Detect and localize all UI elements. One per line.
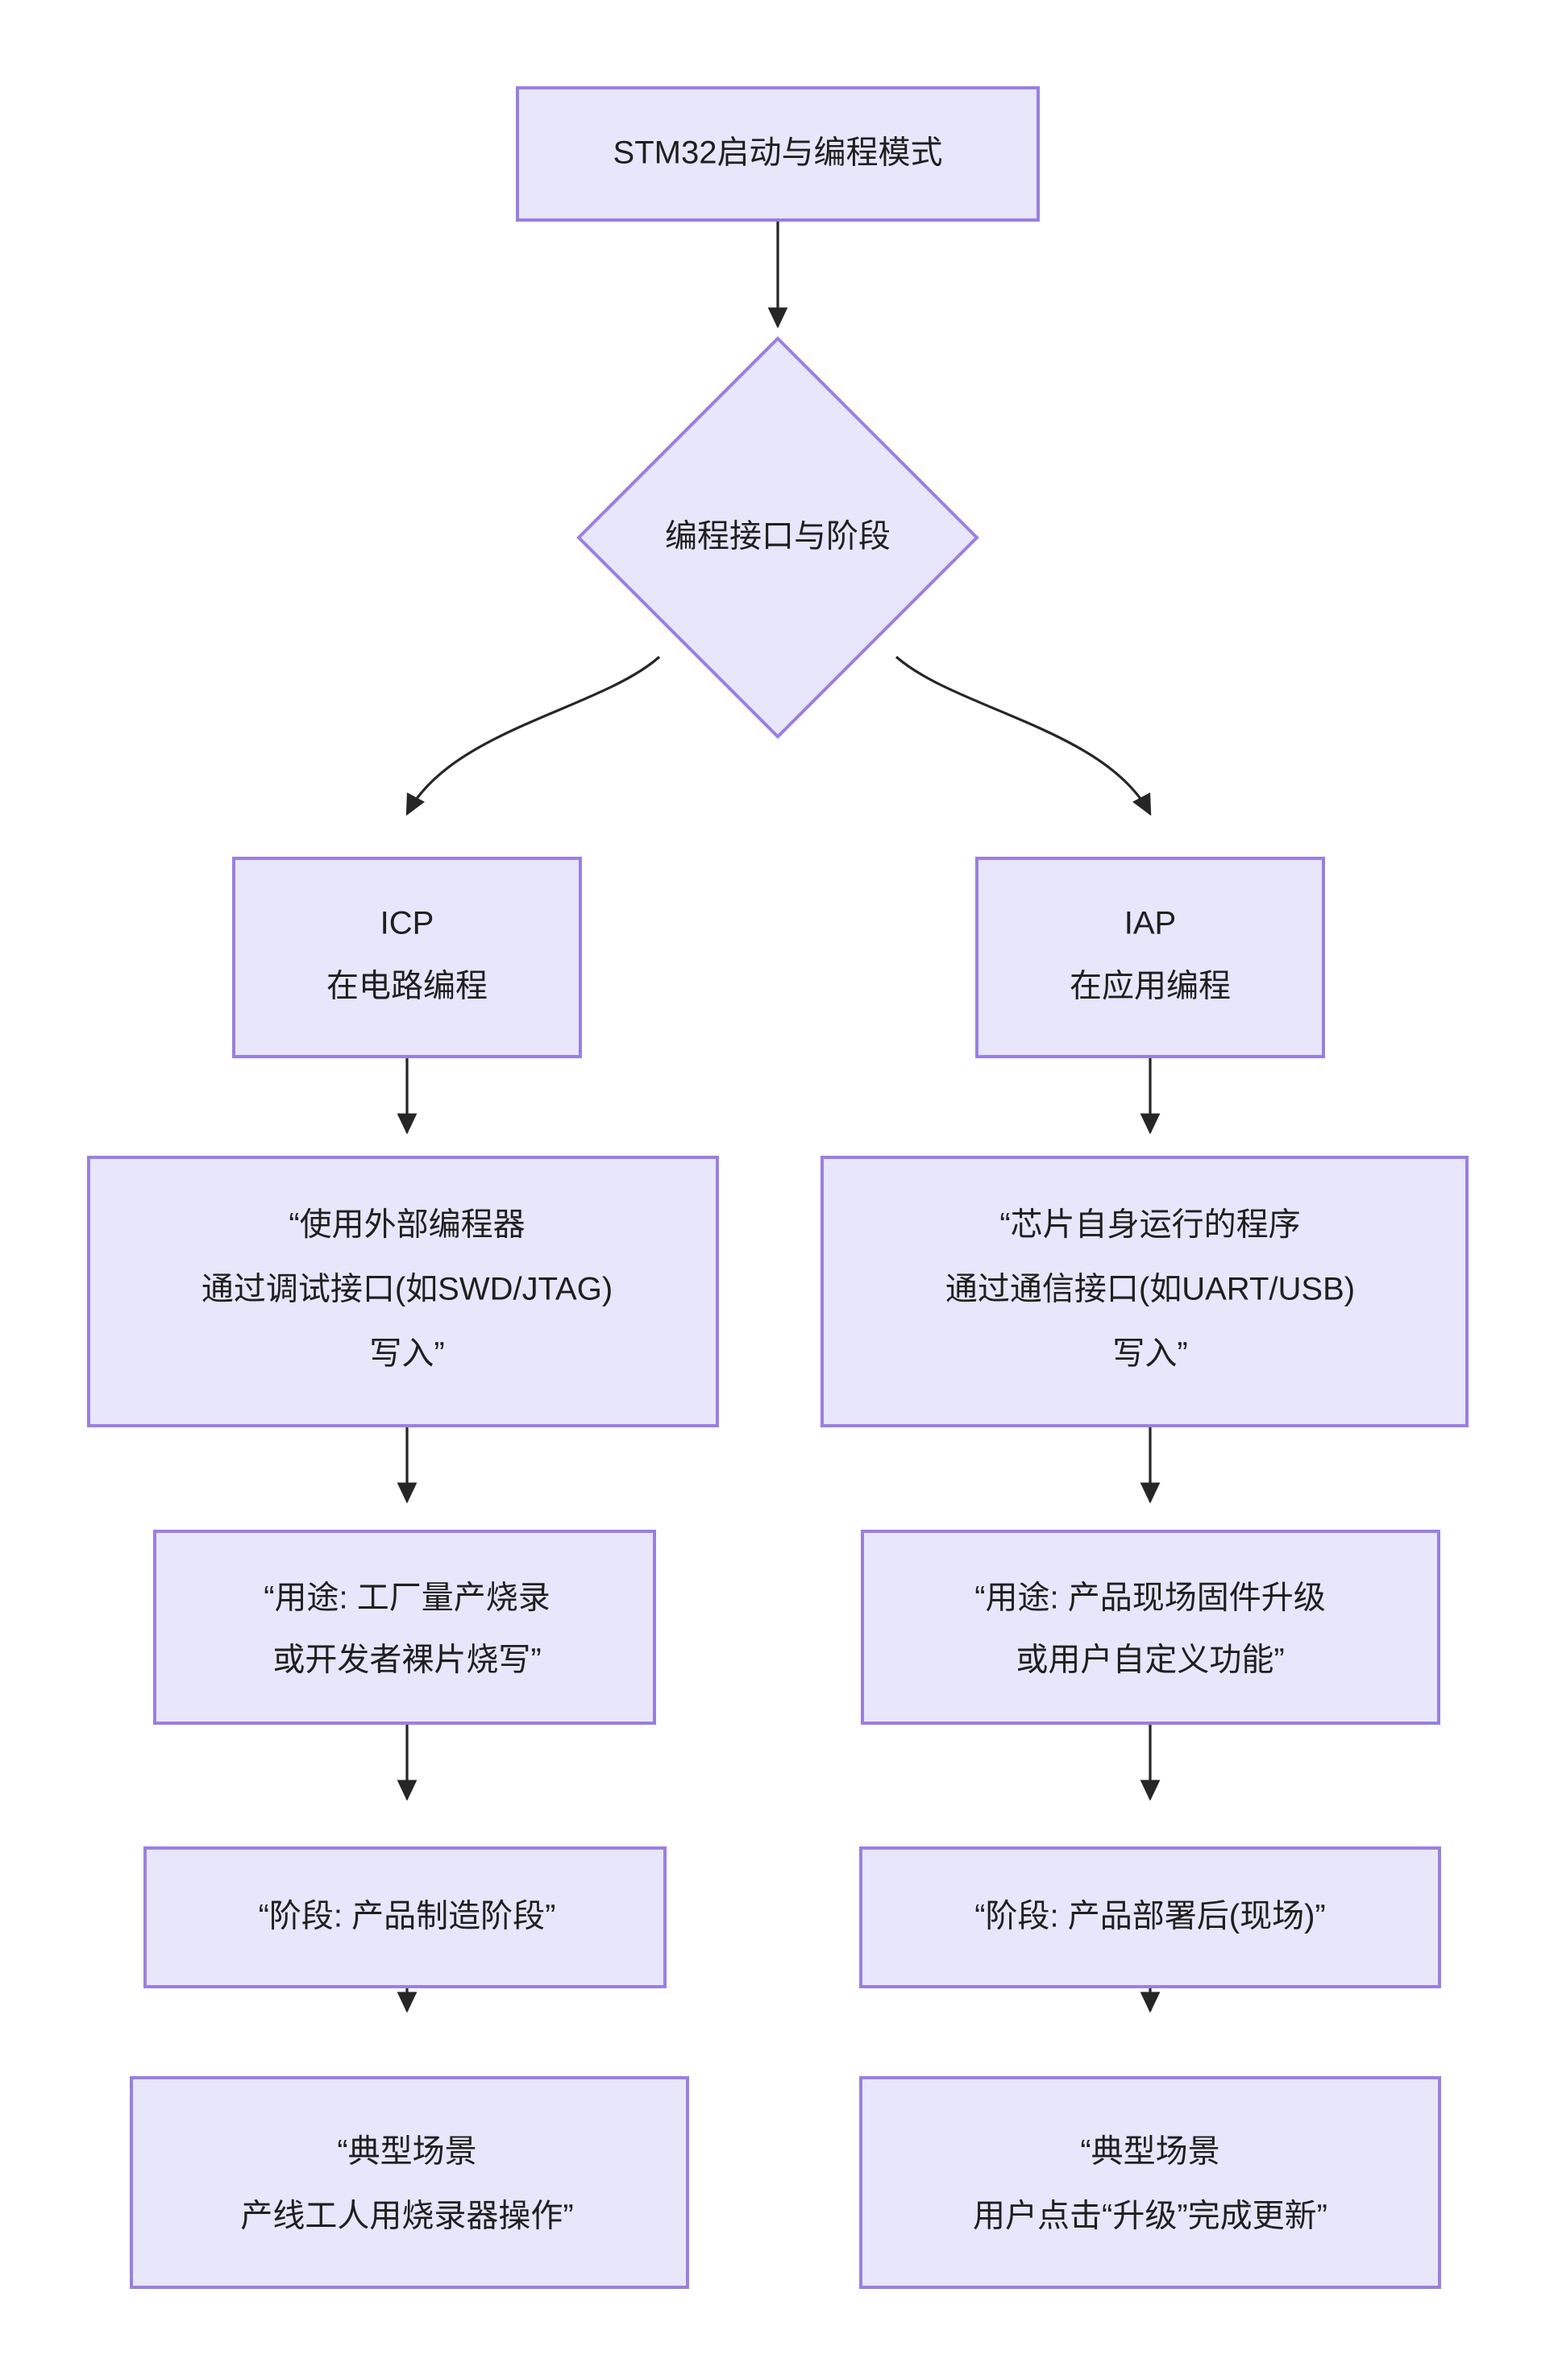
node-icp-method-line1: “使用外部编程器	[289, 1207, 525, 1243]
node-iap-scenario-line1: “典型场景	[1080, 2134, 1219, 2170]
node-icp-scenario-box[interactable]	[130, 2076, 689, 2289]
node-decision-shape[interactable]	[576, 336, 979, 739]
node-icp-box[interactable]	[232, 857, 582, 1058]
node-title-box[interactable]	[516, 86, 1040, 222]
node-icp-label-line2: 在电路编程	[326, 969, 488, 1004]
node-iap-method-line3: 写入”	[1112, 1336, 1187, 1372]
node-icp-method-line3: 写入”	[369, 1336, 444, 1372]
node-icp[interactable]: ICP 在电路编程	[232, 857, 582, 1058]
node-iap-scenario[interactable]: “典型场景 用户点击“升级”完成更新”	[859, 2076, 1441, 2289]
node-icp-scenario-line2: 产线工人用烧录器操作”	[240, 2199, 573, 2234]
node-decision-label: 编程接口与阶段	[665, 519, 891, 555]
node-icp-stage-line1: “阶段: 产品制造阶段”	[259, 1899, 556, 1934]
node-title[interactable]: STM32启动与编程模式	[516, 86, 1040, 222]
node-iap-method-line1: “芯片自身运行的程序	[999, 1207, 1300, 1243]
node-icp-scenario-line1: “典型场景	[337, 2134, 476, 2170]
node-icp-usage[interactable]: “用途: 工厂量产烧录 或开发者裸片烧写”	[153, 1530, 656, 1725]
node-icp-method-line2: 通过调试接口(如SWD/JTAG)	[202, 1272, 613, 1307]
node-icp-usage-line2: 或开发者裸片烧写”	[272, 1643, 541, 1678]
node-iap-label-line1: IAP	[1124, 906, 1176, 941]
node-iap-stage[interactable]: “阶段: 产品部署后(现场)”	[859, 1846, 1441, 1988]
node-decision[interactable]: 编程接口与阶段	[576, 336, 979, 739]
node-iap-scenario-line2: 用户点击“升级”完成更新”	[973, 2199, 1327, 2234]
node-icp-stage-box[interactable]	[143, 1846, 667, 1988]
node-icp-stage[interactable]: “阶段: 产品制造阶段”	[143, 1846, 667, 1988]
node-iap-box[interactable]	[975, 857, 1325, 1058]
node-iap-scenario-box[interactable]	[859, 2076, 1441, 2289]
node-iap-method-box[interactable]	[821, 1156, 1469, 1427]
node-icp-method[interactable]: “使用外部编程器 通过调试接口(如SWD/JTAG) 写入”	[87, 1156, 719, 1427]
node-iap-stage-line1: “阶段: 产品部署后(现场)”	[974, 1899, 1326, 1934]
node-iap[interactable]: IAP 在应用编程	[975, 857, 1325, 1058]
node-icp-usage-line1: “用途: 工厂量产烧录	[264, 1580, 550, 1616]
node-icp-label-line1: ICP	[380, 906, 434, 941]
node-iap-stage-box[interactable]	[859, 1846, 1441, 1988]
edge-decision-to-iap	[895, 655, 1152, 816]
node-title-label: STM32启动与编程模式	[613, 135, 943, 171]
node-icp-method-box[interactable]	[87, 1156, 719, 1427]
edge-decision-to-icp	[405, 655, 661, 816]
node-iap-method-line2: 通过通信接口(如UART/USB)	[945, 1272, 1355, 1307]
node-iap-usage-line2: 或用户自定义功能”	[1016, 1643, 1284, 1678]
node-icp-usage-box[interactable]	[153, 1530, 656, 1725]
node-iap-usage[interactable]: “用途: 产品现场固件升级 或用户自定义功能”	[861, 1530, 1440, 1725]
node-iap-usage-box[interactable]	[861, 1530, 1440, 1725]
node-iap-usage-line1: “用途: 产品现场固件升级	[974, 1580, 1326, 1616]
node-iap-method[interactable]: “芯片自身运行的程序 通过通信接口(如UART/USB) 写入”	[821, 1156, 1469, 1427]
node-iap-label-line2: 在应用编程	[1070, 969, 1231, 1004]
node-icp-scenario[interactable]: “典型场景 产线工人用烧录器操作”	[130, 2076, 689, 2289]
